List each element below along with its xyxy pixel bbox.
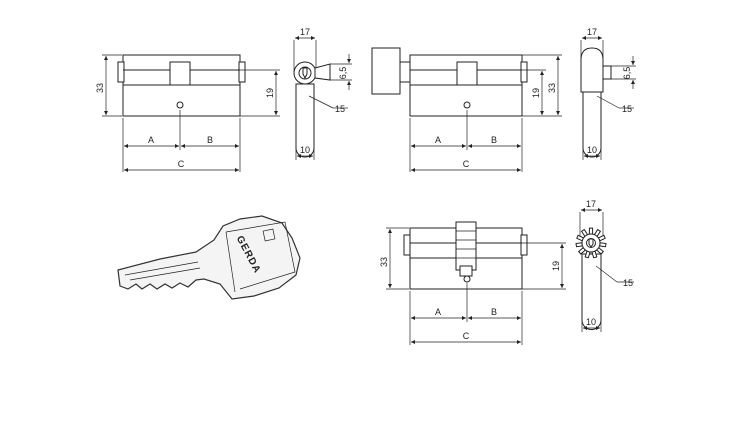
radius-dim-2: 15 bbox=[622, 104, 632, 114]
base-dim-3: 10 bbox=[586, 317, 596, 327]
dim-b-3: B bbox=[491, 307, 497, 317]
base-dim-2: 10 bbox=[587, 145, 597, 155]
gear-cam bbox=[455, 221, 477, 277]
cylinder-body-1 bbox=[117, 54, 246, 117]
thumb-turn-knob bbox=[371, 47, 411, 95]
cylinder-body-2 bbox=[409, 54, 528, 117]
height-dim-1: 33 bbox=[95, 83, 105, 93]
dim-b-2: B bbox=[491, 135, 497, 145]
dim-b-1: B bbox=[207, 135, 213, 145]
side-width-dim-1: 17 bbox=[300, 27, 310, 37]
bolt-height-dim-3: 19 bbox=[551, 261, 561, 271]
cylinder-drawing-1: 33 19 A B C bbox=[95, 54, 280, 173]
cylinder-drawing-2: 33 19 A B C bbox=[371, 47, 562, 173]
height-dim-3: 33 bbox=[379, 257, 389, 267]
radius-dim-3: 15 bbox=[623, 278, 633, 288]
side-width-dim-2: 17 bbox=[587, 27, 597, 37]
bump-dim-2: 6,5 bbox=[622, 67, 632, 80]
key-illustration: GERDA bbox=[117, 215, 301, 300]
side-width-dim-3: 17 bbox=[586, 199, 596, 209]
bolt-height-dim-1: 19 bbox=[265, 88, 275, 98]
side-view-2: 17 6,5 15 10 bbox=[580, 27, 636, 160]
base-dim-1: 10 bbox=[300, 145, 310, 155]
dim-c-1: C bbox=[178, 159, 185, 169]
side-view-3: 17 15 10 bbox=[575, 199, 634, 332]
gear-tooth bbox=[588, 227, 594, 235]
dim-a-3: A bbox=[435, 307, 441, 317]
bump-dim-1: 6,5 bbox=[338, 67, 348, 80]
cylinder-drawing-3: 33 19 A B C bbox=[379, 221, 566, 345]
dim-c-2: C bbox=[463, 159, 470, 169]
dim-a-1: A bbox=[148, 135, 154, 145]
height-dim-2: 33 bbox=[547, 83, 557, 93]
side-view-1: 17 6,5 15 10 bbox=[293, 27, 352, 160]
radius-dim-1: 15 bbox=[335, 104, 345, 114]
dim-a-2: A bbox=[435, 135, 441, 145]
dim-c-3: C bbox=[463, 331, 470, 341]
bolt-height-dim-2: 19 bbox=[531, 88, 541, 98]
